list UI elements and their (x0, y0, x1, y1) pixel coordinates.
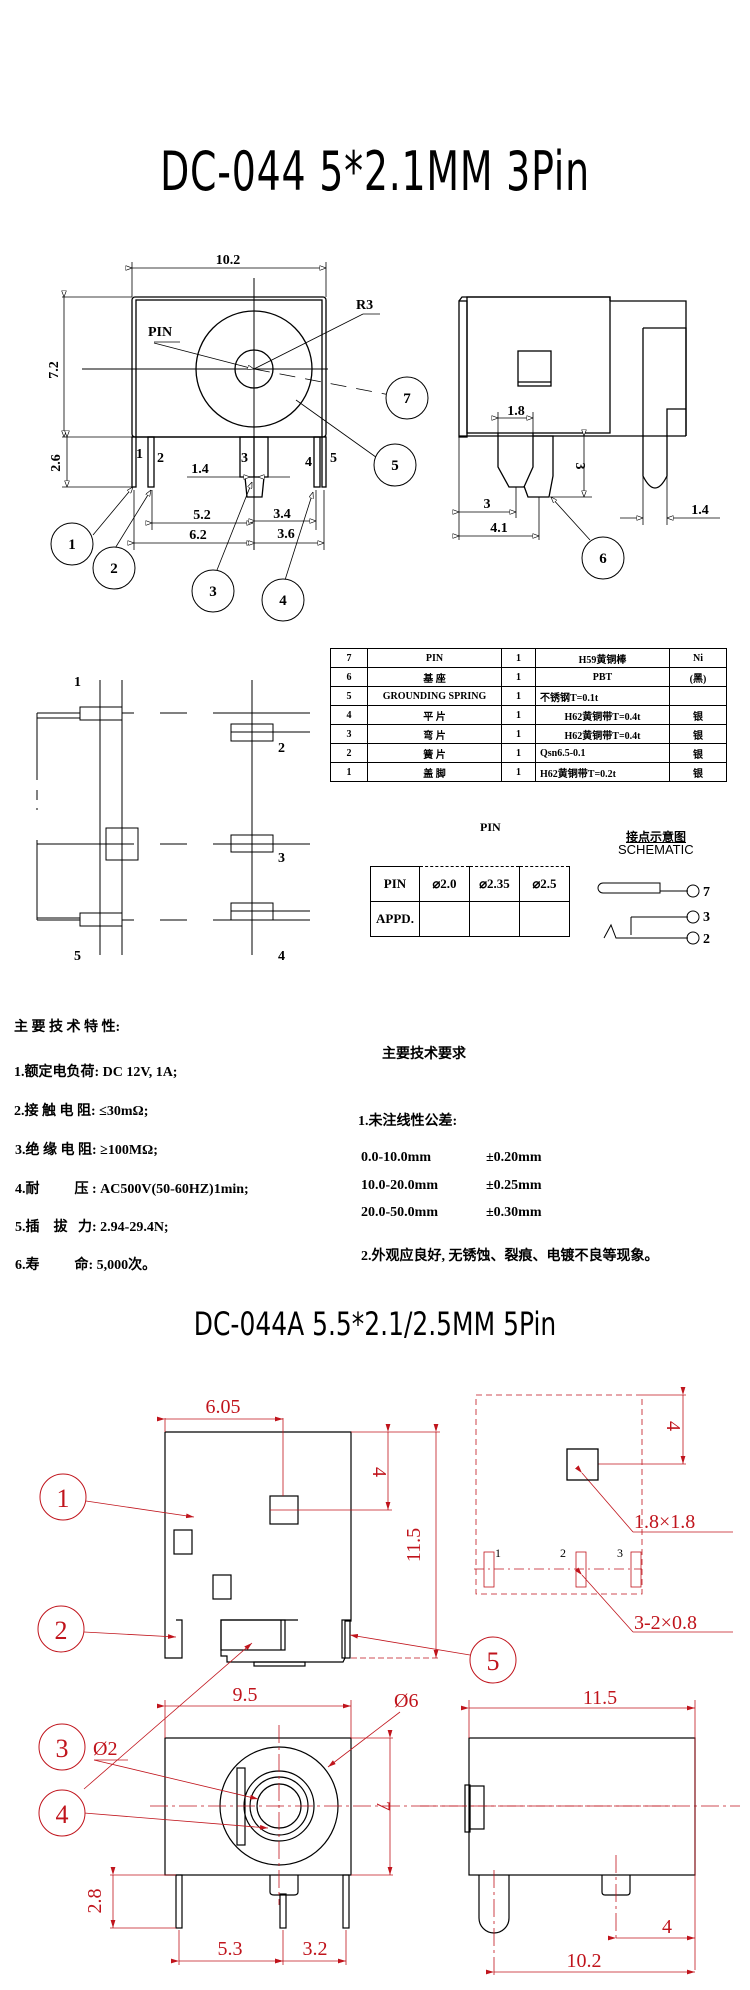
svg-text:7: 7 (703, 885, 710, 900)
requirements-heading: 主要技术要求 (382, 1047, 466, 1062)
part1-footprint-numbers: 1 2 3 4 5 (74, 675, 285, 964)
svg-text:7: 7 (403, 391, 411, 407)
part1-balloons (50, 376, 625, 622)
schematic-title-en: SCHEMATIC (618, 842, 694, 857)
svg-text:1.4: 1.4 (691, 503, 709, 518)
tolerance-range: 10.0-20.0mm (361, 1178, 438, 1193)
svg-text:2: 2 (157, 451, 164, 466)
part1-title: DC-044 5*2.1MM 3Pin (160, 140, 590, 203)
pin-table-caption: PIN (480, 820, 501, 834)
characteristic-item: 4.耐 压 : AC500V(50-60HZ)1min; (15, 1182, 249, 1197)
svg-text:3.4: 3.4 (273, 507, 291, 522)
svg-text:6: 6 (599, 551, 607, 567)
dim-10-2: 10.2 (216, 253, 241, 268)
svg-text:2: 2 (110, 561, 118, 577)
svg-text:1.8: 1.8 (507, 404, 525, 419)
characteristic-item: 3.绝 缘 电 阻: ≥100MΩ; (15, 1143, 158, 1158)
svg-text:3: 3 (703, 910, 710, 925)
r3-label: R3 (356, 298, 373, 313)
svg-text:4.1: 4.1 (490, 521, 508, 536)
svg-text:1.4: 1.4 (191, 462, 209, 477)
svg-text:3: 3 (278, 851, 285, 866)
svg-text:5.2: 5.2 (193, 508, 211, 523)
characteristic-item: 1.额定电负荷: DC 12V, 1A; (14, 1065, 178, 1080)
dim-7-2: 7.2 (47, 361, 62, 379)
svg-text:5: 5 (330, 451, 337, 466)
part1-front-dims: 10.2 7.2 2.6 PIN R3 1.4 5.2 6.2 3.4 3.6 … (47, 253, 373, 543)
schematic-terminals: 7 3 2 (703, 885, 710, 947)
tolerance-value: ±0.30mm (486, 1205, 542, 1220)
svg-text:4: 4 (278, 949, 285, 964)
svg-text:2: 2 (703, 932, 710, 947)
svg-text:3: 3 (209, 584, 217, 600)
characteristic-item: 5.插 拔 力: 2.94-29.4N; (15, 1220, 169, 1235)
tolerance-range: 20.0-50.0mm (361, 1205, 438, 1220)
pin-size-table: PIN ⌀2.0 ⌀2.35 ⌀2.5 APPD. (370, 866, 570, 937)
schematic-title-cn: 接点示意图 (626, 830, 687, 844)
svg-text:3: 3 (572, 463, 587, 470)
schematic-diagram (597, 882, 700, 945)
svg-text:5: 5 (74, 949, 81, 964)
characteristic-item: 6.寿 命: 5,000次。 (15, 1258, 157, 1273)
svg-text:1: 1 (136, 447, 143, 462)
svg-text:2: 2 (278, 741, 285, 756)
part1-side-view (459, 296, 720, 541)
part1-side-dims: 1.8 3 3 4.1 1.4 (484, 404, 709, 536)
svg-text:6.2: 6.2 (189, 528, 207, 543)
svg-text:3.6: 3.6 (277, 527, 295, 542)
part1-footprint (36, 680, 310, 955)
part1-balloon-numbers: 1 2 3 4 5 7 6 (68, 391, 607, 609)
pin-label: PIN (148, 325, 172, 340)
svg-text:1: 1 (68, 537, 76, 553)
svg-text:3: 3 (241, 451, 248, 466)
characteristic-item: 2.接 触 电 阻: ≤30mΩ; (14, 1104, 149, 1119)
part1-front-view (62, 262, 391, 581)
requirement-item-2: 2.外观应良好, 无锈蚀、裂痕、电镀不良等现象。 (361, 1249, 659, 1264)
tolerance-value: ±0.25mm (486, 1178, 542, 1193)
tolerance-range: 0.0-10.0mm (361, 1150, 431, 1165)
part2-title: DC-044A 5.5*2.1/2.5MM 5Pin (193, 1305, 557, 1343)
characteristics-heading: 主 要 技 术 特 性: (14, 1020, 121, 1035)
svg-text:1: 1 (74, 675, 81, 690)
dim-2-6: 2.6 (49, 454, 64, 472)
requirement-item-1: 1.未注线性公差: (358, 1114, 458, 1129)
tolerance-value: ±0.20mm (486, 1150, 542, 1165)
svg-text:3: 3 (484, 497, 491, 512)
svg-text:5: 5 (391, 458, 399, 474)
svg-text:4: 4 (305, 455, 312, 470)
svg-text:4: 4 (279, 593, 287, 609)
